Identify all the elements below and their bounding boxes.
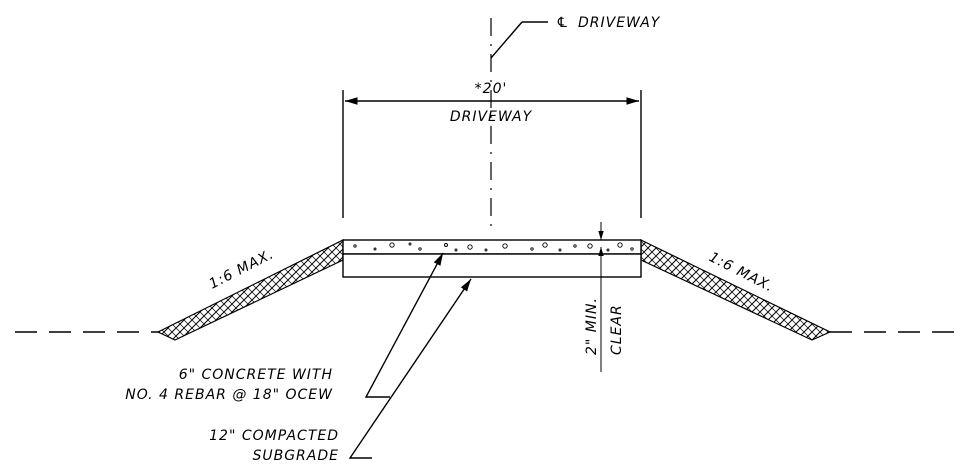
subgrade-leader	[348, 278, 472, 459]
concrete-leader	[364, 252, 444, 398]
centerline-symbol: ℄	[556, 15, 570, 31]
subgrade-callout-line1: 12" COMPACTED	[209, 428, 339, 444]
clearance-label-line1: 2" MIN.	[584, 297, 600, 355]
centerline-leader	[490, 21, 523, 59]
compacted-subgrade	[342, 253, 642, 278]
clearance-label-line2: CLEAR	[609, 304, 625, 355]
width-dimension-label: DRIVEWAY	[450, 109, 533, 125]
centerline-label: DRIVEWAY	[578, 15, 661, 31]
concrete-slab	[342, 239, 642, 255]
concrete-callout-line2: NO. 4 REBAR @ 18" OCEW	[125, 387, 333, 403]
width-dimension-value: *20'	[475, 81, 508, 97]
concrete-aggregate	[353, 242, 634, 252]
subgrade-callout-line2: SUBGRADE	[252, 448, 339, 464]
concrete-callout-line1: 6" CONCRETE WITH	[179, 367, 333, 383]
right-side-slope	[640, 239, 832, 341]
